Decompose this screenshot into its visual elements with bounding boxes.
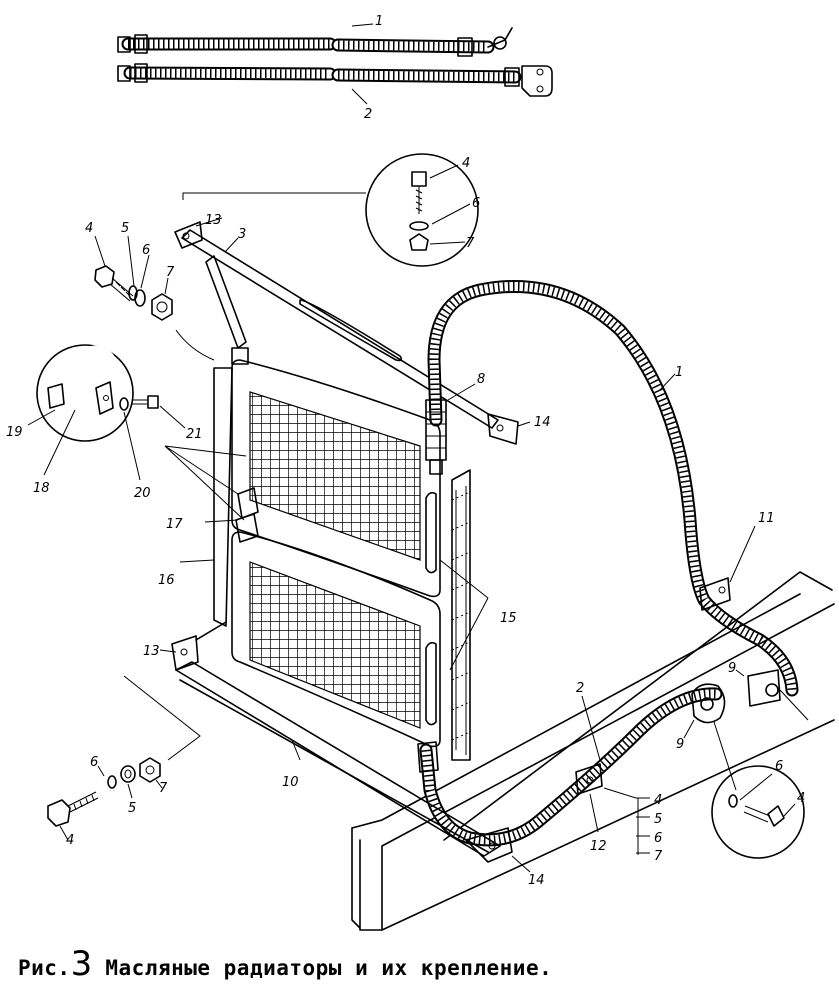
callout-14-top: 14 bbox=[534, 415, 551, 430]
callout-list-5: 5 bbox=[654, 812, 662, 827]
callout-6-detail-c: 6 bbox=[775, 759, 783, 774]
fastener-set-left bbox=[94, 235, 215, 361]
flange-9-right bbox=[735, 669, 809, 721]
callout-13-bottom: 13 bbox=[143, 644, 160, 659]
callout-4-detail-a: 4 bbox=[462, 156, 470, 171]
callout-2: 2 bbox=[576, 681, 584, 696]
detail-circle-fasteners-bottom bbox=[711, 765, 805, 859]
clamp-11 bbox=[699, 525, 756, 611]
callout-6-detail-a: 6 bbox=[472, 196, 480, 211]
engine-beam bbox=[351, 571, 835, 931]
callout-20: 20 bbox=[134, 486, 151, 501]
callout-5-bottom-left: 5 bbox=[128, 801, 136, 816]
fastener-set-bottom-left bbox=[47, 757, 163, 841]
hose-top-2 bbox=[117, 63, 553, 97]
callout-1: 1 bbox=[675, 365, 683, 380]
radiator-frame-top-rod bbox=[174, 217, 519, 445]
callout-7-detail-a: 7 bbox=[466, 236, 475, 251]
callout-13-top: 13 bbox=[205, 213, 222, 228]
callout-9-right: 9 bbox=[728, 661, 736, 676]
leader-14-top bbox=[517, 421, 531, 427]
leader-2-top bbox=[351, 88, 368, 105]
callout-list-4: 4 bbox=[654, 793, 662, 808]
callout-14-bottom: 14 bbox=[528, 873, 545, 888]
fastener-list-bracket bbox=[636, 797, 650, 855]
hose-top-1 bbox=[117, 27, 513, 57]
callout-4-detail-c: 4 bbox=[797, 791, 805, 806]
flange-9-lower bbox=[683, 683, 737, 791]
clamp-12 bbox=[575, 763, 637, 833]
callout-15: 15 bbox=[500, 611, 517, 626]
callout-19: 19 bbox=[6, 425, 23, 440]
callout-5-left: 5 bbox=[121, 221, 129, 236]
callout-3: 3 bbox=[238, 227, 246, 242]
callout-11: 11 bbox=[758, 511, 775, 526]
callout-9-lower: 9 bbox=[676, 737, 684, 752]
leader-clamp-to-frame bbox=[164, 445, 247, 521]
callout-list-6: 6 bbox=[654, 831, 662, 846]
leader-frame-to-detail-a bbox=[182, 192, 366, 200]
callout-21: 21 bbox=[186, 427, 203, 442]
figure-caption: Рис.3 Масляные радиаторы и их крепление. bbox=[18, 944, 552, 984]
caption-title: Масляные радиаторы и их крепление. bbox=[105, 956, 553, 980]
leader-1-top bbox=[351, 23, 374, 27]
detail-circle-fasteners-top bbox=[365, 153, 479, 267]
hose-2 bbox=[417, 687, 723, 847]
callout-16: 16 bbox=[158, 573, 175, 588]
callout-12: 12 bbox=[590, 839, 607, 854]
callout-17: 17 bbox=[166, 517, 183, 532]
callout-6-bottom-left: 6 bbox=[90, 755, 98, 770]
callout-18: 18 bbox=[33, 481, 50, 496]
callout-10: 10 bbox=[282, 775, 299, 790]
callout-7-left: 7 bbox=[166, 265, 175, 280]
callout-list-7: 7 bbox=[654, 849, 663, 864]
detail-circle-clamp bbox=[27, 344, 186, 481]
callout-1-top: 1 bbox=[375, 14, 383, 29]
hose-1 bbox=[425, 279, 799, 697]
leader-15 bbox=[439, 559, 489, 671]
callout-6-left: 6 bbox=[142, 243, 150, 258]
callout-4-bottom-left: 4 bbox=[66, 833, 74, 848]
callout-4-left: 4 bbox=[85, 221, 93, 236]
callout-8: 8 bbox=[477, 372, 485, 387]
coupling-17 bbox=[204, 487, 259, 543]
radiator-lower bbox=[231, 531, 441, 748]
caption-figure-number: 3 bbox=[70, 944, 93, 984]
caption-prefix: Рис. bbox=[18, 956, 71, 980]
leader-16 bbox=[179, 559, 215, 563]
radiator-frame-bottom bbox=[123, 621, 531, 873]
callout-7-bottom-left: 7 bbox=[159, 781, 168, 796]
radiator-upper bbox=[231, 359, 441, 598]
callout-2-top: 2 bbox=[364, 107, 372, 122]
